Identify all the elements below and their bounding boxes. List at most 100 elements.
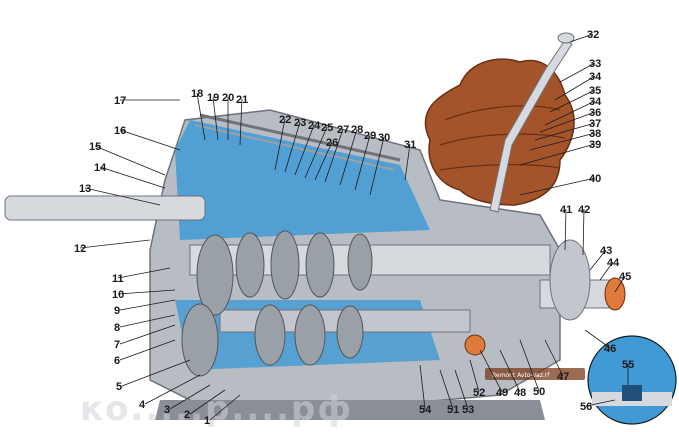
callout-leader-5 xyxy=(121,359,191,387)
callout-19: 19 xyxy=(207,92,219,104)
callout-47: 47 xyxy=(557,371,569,383)
callout-leader-33 xyxy=(559,62,596,83)
callout-leader-47 xyxy=(544,339,564,377)
callout-34: 34 xyxy=(589,71,602,83)
callout-39: 39 xyxy=(589,139,601,151)
callout-leader-49 xyxy=(479,349,503,393)
callout-10: 10 xyxy=(112,289,124,301)
callout-leader-44 xyxy=(599,261,614,281)
callout-7: 7 xyxy=(114,339,120,351)
callout-30: 30 xyxy=(378,132,390,144)
callout-29: 29 xyxy=(364,130,376,142)
callout-leader-6 xyxy=(119,339,176,361)
callout-leader-10 xyxy=(117,289,176,295)
callout-46: 46 xyxy=(604,343,616,355)
callout-leader-7 xyxy=(119,324,176,345)
callout-45: 45 xyxy=(619,271,631,283)
callout-43: 43 xyxy=(600,245,612,257)
callout-leader-40 xyxy=(519,177,596,196)
callout-9: 9 xyxy=(114,305,120,317)
callout-5: 5 xyxy=(116,381,122,393)
leader-lines xyxy=(79,33,629,421)
callout-37: 37 xyxy=(589,118,601,130)
callout-16: 16 xyxy=(114,125,126,137)
callout-15: 15 xyxy=(89,141,101,153)
callout-leader-56 xyxy=(585,399,616,407)
callout-leader-23 xyxy=(284,121,301,173)
callout-leader-30 xyxy=(369,136,385,196)
callout-32: 32 xyxy=(587,29,599,41)
callout-leader-34 xyxy=(544,100,596,126)
callout-leader-27 xyxy=(324,128,344,183)
watermark: ко.....р....рф xyxy=(80,389,353,429)
callout-leader-51 xyxy=(439,369,454,410)
callout-leader-42 xyxy=(582,208,585,256)
callout-leader-28 xyxy=(339,128,358,186)
callout-40: 40 xyxy=(589,173,601,185)
callout-leader-22 xyxy=(274,118,286,171)
callout-leader-50 xyxy=(519,339,540,392)
callout-leader-4 xyxy=(144,374,201,405)
callout-leader-1 xyxy=(209,394,241,421)
callout-20: 20 xyxy=(222,92,234,104)
callout-leader-53 xyxy=(454,369,469,410)
callout-50: 50 xyxy=(533,386,545,398)
callout-leader-12 xyxy=(79,239,151,249)
callout-leader-15 xyxy=(94,145,166,176)
callout-leader-2 xyxy=(189,389,226,415)
callout-leader-46 xyxy=(584,329,611,349)
callout-49: 49 xyxy=(496,387,508,399)
callout-54: 54 xyxy=(419,404,432,416)
callout-4: 4 xyxy=(139,399,146,411)
detail-inset xyxy=(587,335,677,425)
callout-34: 34 xyxy=(589,96,602,108)
callout-18: 18 xyxy=(191,88,203,100)
callout-leader-16 xyxy=(119,129,181,151)
callout-22: 22 xyxy=(279,114,291,126)
callout-leader-8 xyxy=(119,314,176,328)
callout-leader-24 xyxy=(294,124,315,176)
callout-24: 24 xyxy=(308,120,321,132)
callout-48: 48 xyxy=(514,387,526,399)
gears xyxy=(181,230,591,377)
callout-leader-41 xyxy=(564,208,567,251)
callout-leader-9 xyxy=(119,299,176,311)
callout-42: 42 xyxy=(578,204,590,216)
callout-leader-35 xyxy=(549,89,596,113)
lever-boot xyxy=(424,32,575,213)
callout-leader-37 xyxy=(534,122,596,141)
callout-1: 1 xyxy=(204,415,210,427)
callout-leader-38 xyxy=(529,132,596,151)
callout-leader-14 xyxy=(99,166,166,189)
callout-leader-21 xyxy=(239,98,243,146)
callout-leader-29 xyxy=(354,134,371,191)
callout-leader-34 xyxy=(554,75,596,101)
callout-11: 11 xyxy=(112,273,124,285)
callout-6: 6 xyxy=(114,355,120,367)
callout-17: 17 xyxy=(114,95,126,107)
callout-51: 51 xyxy=(447,404,459,416)
callout-leader-3 xyxy=(169,384,211,410)
callout-leader-36 xyxy=(539,111,596,133)
callout-28: 28 xyxy=(351,124,363,136)
callout-3: 3 xyxy=(164,404,170,416)
callout-leader-11 xyxy=(117,267,171,279)
callout-leader-43 xyxy=(589,249,607,271)
callout-27: 27 xyxy=(337,124,349,136)
callout-leader-48 xyxy=(499,349,521,393)
site-label: Remont Avto-Vaz.rf xyxy=(492,372,550,379)
callout-8: 8 xyxy=(114,322,120,334)
callout-13: 13 xyxy=(79,183,91,195)
callout-26: 26 xyxy=(326,137,338,149)
callout-38: 38 xyxy=(589,128,601,140)
callout-36: 36 xyxy=(589,107,601,119)
callout-21: 21 xyxy=(236,94,248,106)
callout-leader-13 xyxy=(84,187,161,206)
callout-23: 23 xyxy=(294,117,306,129)
callout-55: 55 xyxy=(622,359,634,371)
callout-33: 33 xyxy=(589,58,601,70)
callout-leader-25 xyxy=(304,126,328,179)
